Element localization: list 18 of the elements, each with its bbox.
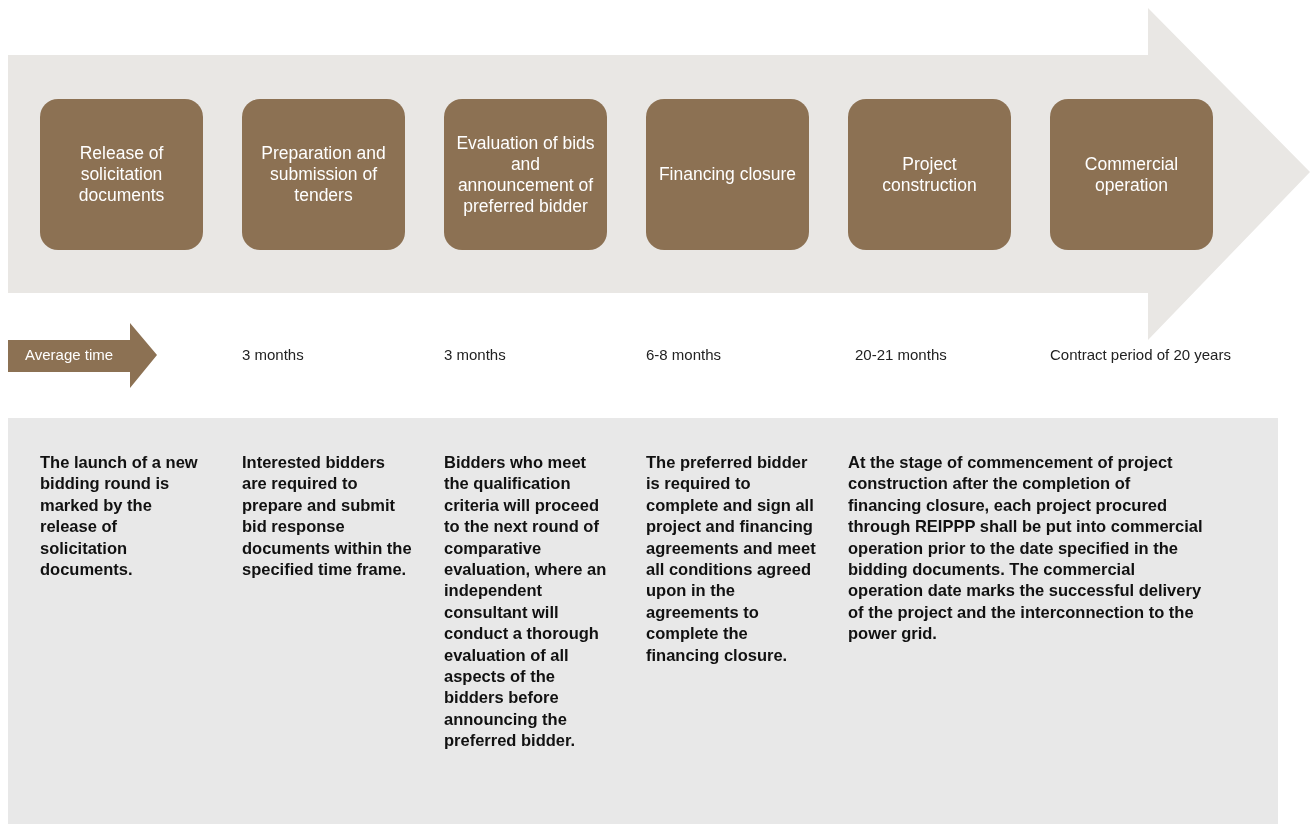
duration-label: 3 months [242,346,304,363]
stage-box: Project construction [848,99,1011,250]
time-arrow [8,323,157,388]
stage-description: The launch of a new bidding round is marked by the release of solicitation documents. [40,452,199,581]
duration-label: 20-21 months [855,346,947,363]
stage-box: Evaluation of bids and announcement of preferred bidder [444,99,607,250]
stage-box: Financing closure [646,99,809,250]
arrow-label: Average time [25,346,114,363]
stage-description: Interested bidders are required to prepare and submit bid response documents within the specified time frame. [242,452,412,581]
duration-label: Contract period of 20 years [1050,346,1231,363]
stage-box: Preparation and submission of tenders [242,99,405,250]
stage-description: Bidders who meet the qualification criteria will proceed to the next round of comparative evaluation, where an independent consultant will conduct a thorough evaluation of all aspects of the bidders before announcing the preferred bidder. [444,452,608,752]
duration-label: 3 months [444,346,506,363]
stage-description: At the stage of commencement of project construction after the completion of financing closure, each project procured through REIPPP shall be put into commercial operation prior to the date specified in the bidding documents. The commercial operation date marks the successful delivery of the project and the interconnection to the power grid. [848,452,1204,645]
stage-box: Commercial operation [1050,99,1213,250]
stage-box: Release of solicitation documents [40,99,203,250]
duration-label: 6-8 months [646,346,722,363]
stage-description: The preferred bidder is required to complete and sign all project and financing agreements and meet all conditions agreed upon in the agreements to complete the financing closure. [646,452,817,666]
